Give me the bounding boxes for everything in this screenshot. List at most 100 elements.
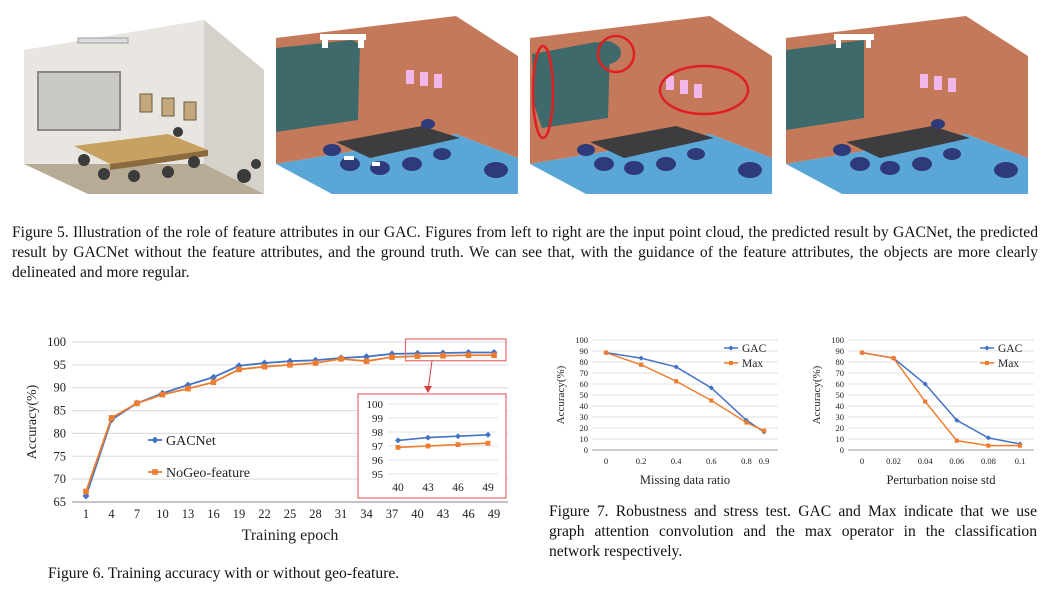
x-tick-label: 19 bbox=[233, 507, 246, 521]
zoom-arrow bbox=[427, 360, 433, 391]
legend-marker-GACNet bbox=[151, 436, 159, 444]
y-tick-label: 30 bbox=[580, 412, 589, 422]
x-tick-label: 0.02 bbox=[886, 456, 901, 466]
x-axis-title: Perturbation noise std bbox=[886, 473, 996, 487]
y-axis-title: Accuracy(%) bbox=[811, 365, 823, 424]
x-tick-label: 25 bbox=[284, 507, 297, 521]
y-tick-label: 10 bbox=[580, 434, 589, 444]
data-point-Max bbox=[674, 379, 679, 384]
data-point-Max bbox=[1017, 443, 1023, 448]
y-tick-label: 100 bbox=[831, 335, 844, 345]
data-point-GACNet bbox=[286, 357, 294, 365]
x-tick-label: 1 bbox=[83, 507, 89, 521]
data-point-NoGeo-feature bbox=[414, 353, 421, 359]
y-tick-label: 30 bbox=[836, 412, 845, 422]
legend-marker-Max bbox=[728, 360, 734, 366]
x-tick-label: 0 bbox=[604, 456, 608, 466]
x-tick-label: 7 bbox=[134, 507, 140, 521]
zoom-arrowhead bbox=[424, 386, 432, 393]
x-tick-label: 13 bbox=[182, 507, 195, 521]
series-line-Max bbox=[605, 351, 765, 432]
y-tick-label: 20 bbox=[580, 423, 589, 433]
inset-x-tick-label: 49 bbox=[482, 482, 494, 494]
y-tick-label: 80 bbox=[580, 357, 589, 367]
y-tick-label: 60 bbox=[580, 379, 589, 389]
y-tick-label: 50 bbox=[836, 390, 845, 400]
inset-x-tick-label: 43 bbox=[422, 482, 434, 494]
data-point-GACNet bbox=[82, 492, 90, 500]
x-tick-label: 37 bbox=[386, 507, 399, 521]
data-point-Max bbox=[639, 362, 644, 367]
x-tick-label: 0.06 bbox=[949, 456, 964, 466]
y-tick-label: 90 bbox=[836, 346, 845, 356]
x-tick-label: 16 bbox=[207, 507, 220, 521]
data-point-NoGeo-feature bbox=[185, 385, 191, 392]
inset-x-tick-label: 40 bbox=[392, 482, 404, 494]
legend-label: GAC bbox=[998, 343, 1023, 355]
inset-data-point-NoGeo-feature bbox=[425, 443, 431, 449]
ground-truth-image bbox=[786, 16, 1028, 194]
y-tick-label: 60 bbox=[836, 379, 845, 389]
x-tick-label: 28 bbox=[309, 507, 322, 521]
x-tick-label: 0.04 bbox=[918, 456, 934, 466]
y-tick-label: 100 bbox=[575, 335, 588, 345]
legend-marker-GAC bbox=[728, 345, 734, 351]
y-tick-label: 40 bbox=[580, 401, 589, 411]
x-tick-label: 0.08 bbox=[981, 456, 996, 466]
inset-y-tick-label: 99 bbox=[372, 413, 384, 425]
legend-marker-GAC bbox=[984, 345, 990, 351]
data-point-Max bbox=[761, 428, 767, 433]
x-axis-title: Training epoch bbox=[242, 527, 339, 544]
data-point-Max bbox=[923, 399, 928, 404]
inset-data-point-GACNet bbox=[455, 433, 461, 440]
x-axis-title: Missing data ratio bbox=[640, 473, 730, 487]
figure6-caption: Figure 6. Training accuracy with or with… bbox=[48, 565, 400, 582]
no-feature-prediction-image bbox=[530, 16, 772, 194]
y-tick-label: 75 bbox=[54, 449, 67, 463]
inset-data-point-NoGeo-feature bbox=[485, 440, 491, 446]
data-point-NoGeo-feature bbox=[440, 352, 446, 359]
inset-y-tick-label: 95 bbox=[372, 469, 384, 481]
gacnet-prediction-image bbox=[276, 16, 518, 194]
y-tick-label: 40 bbox=[836, 401, 845, 411]
data-point-NoGeo-feature bbox=[261, 363, 268, 370]
data-point-GACNet bbox=[363, 353, 370, 361]
x-tick-label: 43 bbox=[437, 507, 450, 521]
data-point-Max bbox=[891, 356, 896, 361]
data-point-NoGeo-feature bbox=[210, 379, 217, 386]
legend-label: GACNet bbox=[166, 434, 216, 449]
y-tick-label: 90 bbox=[54, 381, 67, 395]
x-tick-label: 4 bbox=[108, 507, 115, 521]
y-tick-label: 0 bbox=[840, 445, 844, 455]
data-point-NoGeo-feature bbox=[236, 366, 242, 373]
data-point-Max bbox=[986, 443, 991, 448]
data-point-GAC bbox=[922, 381, 928, 387]
x-tick-label: 0.9 bbox=[759, 456, 770, 466]
input-point-cloud-image bbox=[24, 20, 264, 194]
data-point-Max bbox=[744, 420, 749, 425]
x-tick-label: 0.6 bbox=[706, 456, 717, 466]
data-point-NoGeo-feature bbox=[389, 354, 395, 360]
legend-marker-NoGeo-feature bbox=[152, 469, 158, 475]
data-point-NoGeo-feature bbox=[83, 488, 89, 495]
inset-data-point-NoGeo-feature bbox=[395, 445, 401, 450]
inset-data-point-GACNet bbox=[395, 437, 401, 444]
error-highlight-ellipses bbox=[531, 34, 750, 140]
y-tick-label: 50 bbox=[580, 390, 589, 400]
legend-label: Max bbox=[742, 358, 763, 370]
y-tick-label: 0 bbox=[584, 445, 588, 455]
data-point-NoGeo-feature bbox=[491, 352, 497, 359]
y-tick-label: 70 bbox=[580, 368, 589, 378]
x-tick-label: 40 bbox=[411, 507, 424, 521]
x-tick-label: 31 bbox=[335, 507, 348, 521]
x-tick-label: 0.2 bbox=[636, 456, 647, 466]
legend-label: GAC bbox=[742, 343, 767, 355]
x-tick-label: 49 bbox=[488, 507, 501, 521]
data-point-NoGeo-feature bbox=[312, 360, 319, 366]
x-tick-label: 46 bbox=[462, 507, 475, 521]
inset-data-point-GACNet bbox=[485, 431, 491, 438]
data-point-Max bbox=[954, 438, 959, 443]
